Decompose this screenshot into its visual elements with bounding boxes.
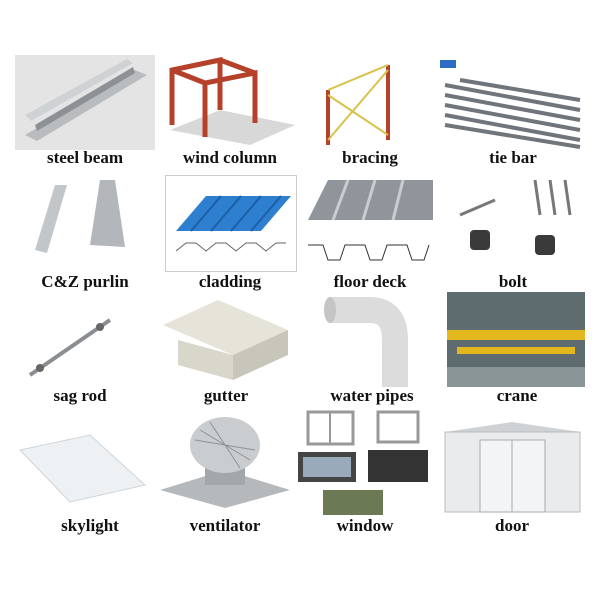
item-label: crane [496,386,538,405]
wind-column-image [160,55,300,150]
sag-rod-image [15,300,155,385]
item-label: door [495,516,529,535]
skylight-image [15,430,150,505]
tie-bar-image [440,55,585,150]
ventilator-image [155,410,295,510]
bracing-image [303,55,438,150]
crane-image [447,292,585,387]
item-label: skylight [61,516,119,535]
item-label: window [336,516,394,535]
cladding-image [165,175,297,272]
item-label: floor deck [333,272,407,291]
door-image [440,420,585,515]
item-label: C&Z purlin [41,272,129,291]
item-label: sag rod [53,386,107,405]
item-label: steel beam [46,148,123,167]
item-label: bracing [342,148,398,167]
item-label: cladding [198,272,262,291]
gutter-image [158,295,293,390]
item-label: bolt [498,272,528,291]
purlin-image [15,175,155,265]
steel-beam-image [15,55,155,150]
floor-deck-image [303,175,438,270]
item-label: wind column [183,148,277,167]
item-label: ventilator [189,516,261,535]
item-label: tie bar [489,148,537,167]
water-pipes-image [315,295,425,390]
item-label: gutter [203,386,249,405]
window-image [298,410,438,515]
bolt-image [445,175,585,270]
item-label: water pipes [330,386,414,405]
